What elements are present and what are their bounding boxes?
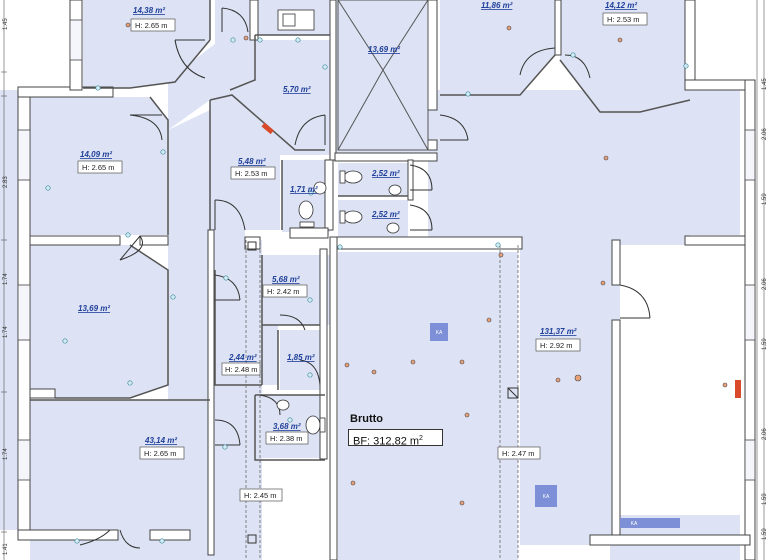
room-height-label: H: 2.65 m bbox=[135, 21, 168, 30]
room-area-label: 13,69 m² bbox=[78, 304, 110, 313]
svg-text:2.06: 2.06 bbox=[762, 428, 768, 440]
beam-lines bbox=[245, 240, 519, 560]
svg-text:2.06: 2.06 bbox=[762, 278, 768, 290]
svg-text:2.06: 2.06 bbox=[762, 128, 768, 140]
room-area-label: 14,09 m² bbox=[80, 150, 112, 159]
room-area-label: 43,14 m² bbox=[144, 436, 177, 445]
ka-boxes: KA KA KA bbox=[430, 323, 680, 528]
room-labels: 14,38 m² H: 2.65 m 13,69 m² 11,86 m² 14,… bbox=[77, 1, 648, 502]
room-area-label: 1,71 m² bbox=[290, 185, 318, 194]
room-area-label: 14,12 m² bbox=[605, 1, 637, 10]
brutto-area-box: BF: 312,82 m2 bbox=[348, 429, 443, 448]
room-area-label: 1,85 m² bbox=[287, 353, 315, 362]
column-markers bbox=[247, 241, 519, 544]
door-swings bbox=[79, 7, 651, 549]
room-area-label: 13,69 m² bbox=[368, 45, 400, 54]
svg-text:KA: KA bbox=[436, 330, 443, 336]
room-height-label: H: 2.48 m bbox=[225, 365, 258, 374]
brutto-area-unit-exponent: 2 bbox=[419, 435, 423, 442]
room-area-label: 5,70 m² bbox=[283, 85, 311, 94]
room-height-label: H: 2.65 m bbox=[144, 449, 177, 458]
svg-text:1.59: 1.59 bbox=[762, 493, 768, 505]
room-height-label: H: 2.47 m bbox=[502, 449, 535, 458]
room-area-label: 14,38 m² bbox=[133, 6, 165, 15]
windows bbox=[17, 19, 756, 481]
room-area-label: 3,68 m² bbox=[273, 422, 301, 431]
sanitary-fixtures bbox=[276, 9, 402, 435]
room-height-label: H: 2.42 m bbox=[267, 287, 300, 296]
svg-text:1.45: 1.45 bbox=[762, 78, 768, 90]
room-area-label: 11,86 m² bbox=[481, 1, 513, 10]
room-height-label: H: 2.38 m bbox=[270, 434, 303, 443]
room-area-label: 2,44 m² bbox=[228, 353, 257, 362]
svg-text:1.74: 1.74 bbox=[3, 273, 9, 285]
stair-void bbox=[337, 0, 429, 151]
svg-text:1.45: 1.45 bbox=[3, 18, 9, 30]
svg-text:1.59: 1.59 bbox=[762, 338, 768, 350]
room-area-label: 131,37 m² bbox=[540, 327, 577, 336]
svg-text:2.83: 2.83 bbox=[3, 176, 9, 188]
svg-text:1.59: 1.59 bbox=[762, 193, 768, 205]
room-height-label: H: 2.53 m bbox=[235, 169, 268, 178]
left-dimension-rule: 1.45 2.83 1.74 1.74 1.74 1.41 bbox=[1, 0, 9, 560]
room-area-label: 5,68 m² bbox=[272, 275, 300, 284]
room-height-label: H: 2.92 m bbox=[540, 341, 573, 350]
room-area-label: 2,52 m² bbox=[371, 169, 400, 178]
svg-text:KA: KA bbox=[631, 521, 638, 527]
room-area-label: 2,52 m² bbox=[371, 210, 400, 219]
svg-text:1.74: 1.74 bbox=[3, 448, 9, 460]
room-area-label: 5,48 m² bbox=[238, 157, 266, 166]
brutto-area-label: BF: 312,82 m bbox=[353, 435, 420, 448]
svg-text:1.41: 1.41 bbox=[3, 543, 9, 555]
room-height-label: H: 2.65 m bbox=[82, 163, 115, 172]
svg-text:KA: KA bbox=[543, 494, 550, 500]
room-height-label: H: 2.45 m bbox=[244, 491, 277, 500]
brutto-title: Brutto bbox=[350, 413, 383, 425]
right-dimension-rule: 1.45 2.06 1.59 2.06 1.59 2.06 1.59 1.59 bbox=[756, 0, 768, 560]
room-height-label: H: 2.53 m bbox=[607, 15, 640, 24]
svg-text:1.74: 1.74 bbox=[3, 326, 9, 338]
svg-text:1.59: 1.59 bbox=[762, 528, 768, 540]
